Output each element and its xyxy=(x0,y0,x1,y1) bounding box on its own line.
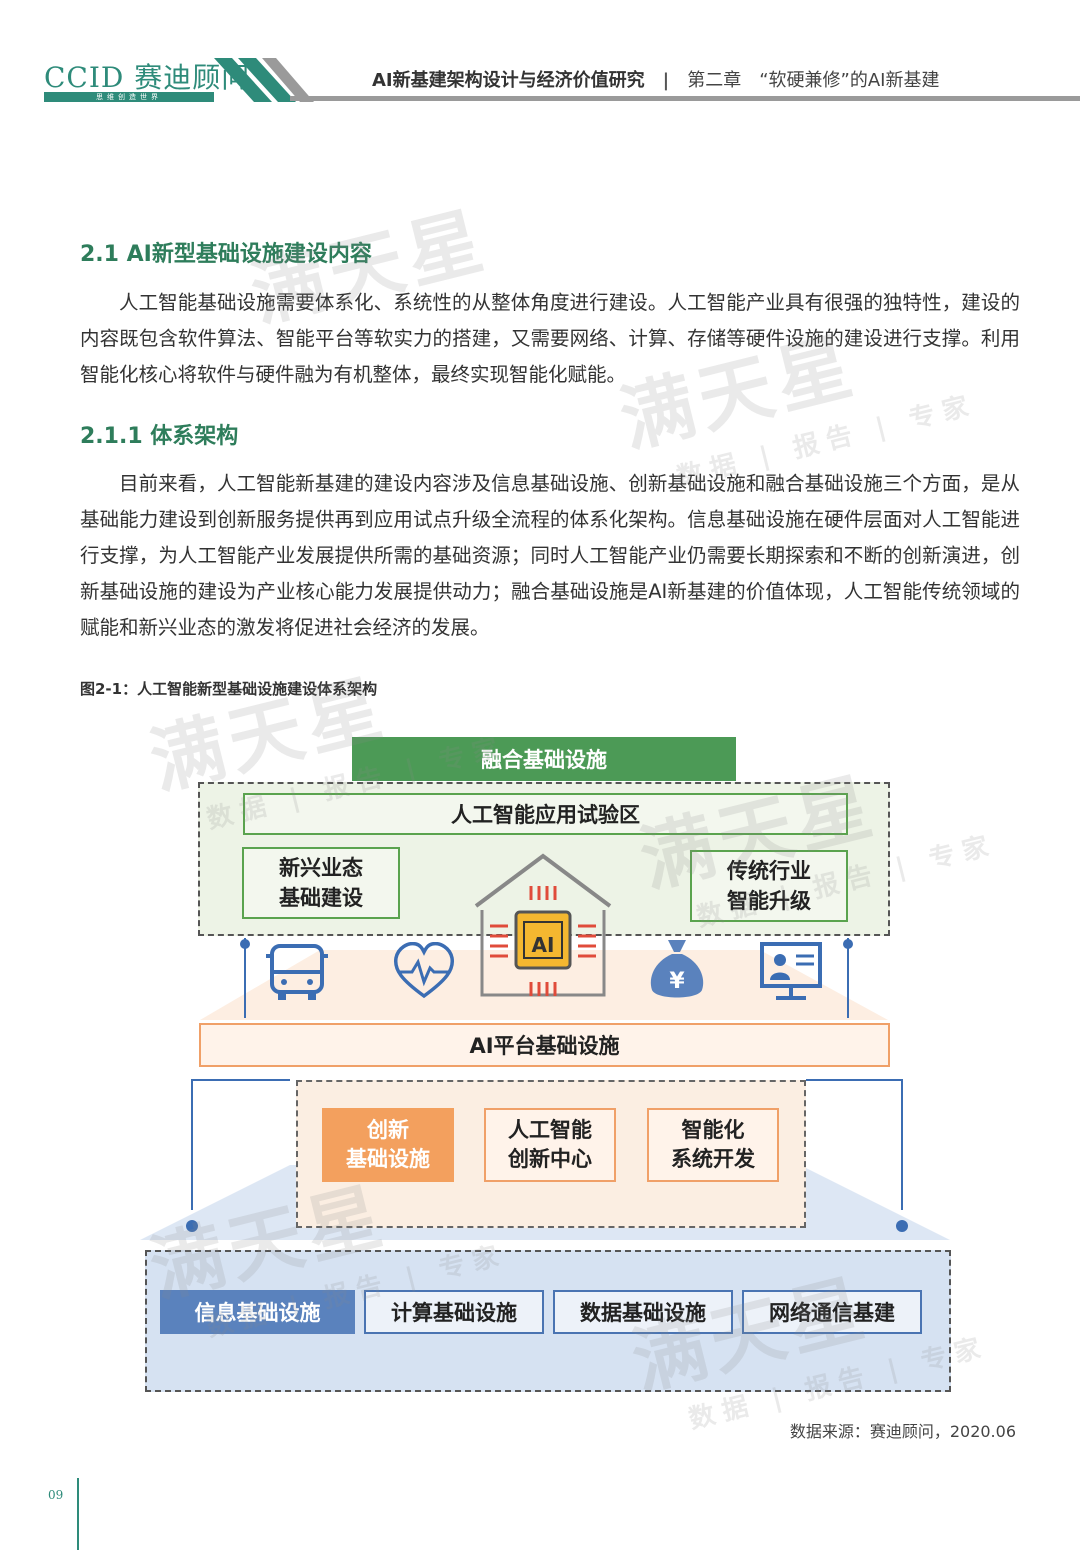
data-infrastructure-box: 数据基础设施 xyxy=(553,1290,733,1334)
innovation-infrastructure-box: 创新 基础设施 xyxy=(322,1108,454,1182)
logo-tagline: 思维创造世界 xyxy=(44,92,214,102)
traditional-industry-box: 传统行业 智能升级 xyxy=(690,850,848,922)
monitor-person-icon xyxy=(760,942,822,1000)
page-number: 09 xyxy=(48,1488,64,1502)
ai-platform-layer: AI平台基础设施 xyxy=(199,1023,890,1067)
logo-text: CCID 赛迪顾问 xyxy=(44,61,251,94)
money-bag-symbol: ¥ xyxy=(669,968,685,994)
bus-icon xyxy=(266,944,328,1000)
header-rule xyxy=(290,96,1080,101)
page-rule xyxy=(77,1478,79,1550)
fusion-layer-title: 融合基础设施 xyxy=(352,737,736,781)
subsection-heading: 2.1.1 体系架构 xyxy=(80,424,239,449)
money-bag-icon xyxy=(650,940,704,998)
report-title: AI新基建架构设计与经济价值研究 xyxy=(372,70,645,91)
section-heading: 2.1 AI新型基础设施建设内容 xyxy=(80,242,372,267)
section-paragraph: 人工智能基础设施需要体系化、系统性的从整体角度进行建设。人工智能产业具有很强的独… xyxy=(80,291,1020,386)
house-ai-chip-icon xyxy=(474,853,612,997)
info-infrastructure-box: 信息基础设施 xyxy=(160,1290,355,1334)
emerging-business-box: 新兴业态 基础建设 xyxy=(242,847,400,919)
network-infrastructure-box: 网络通信基建 xyxy=(742,1290,922,1334)
data-source: 数据来源：赛迪顾问，2020.06 xyxy=(789,1422,1016,1441)
ai-chip-label: AI xyxy=(531,933,555,957)
header-stripes-icon xyxy=(214,58,314,102)
chapter-title: 第二章 “软硬兼修”的AI新基建 xyxy=(687,70,940,91)
ai-innovation-center-box: 人工智能 创新中心 xyxy=(484,1108,616,1182)
header-separator: | xyxy=(662,70,670,91)
architecture-diagram: 融合基础设施 人工智能应用试验区 新兴业态 基础建设 传统行业 智能升级 AI … xyxy=(0,720,1080,1400)
ai-application-zone: 人工智能应用试验区 xyxy=(243,793,848,835)
header-title: AI新基建架构设计与经济价值研究 | 第二章 “软硬兼修”的AI新基建 xyxy=(372,66,940,92)
figure-caption: 图2-1：人工智能新型基础设施建设体系架构 xyxy=(80,680,378,698)
subsection-paragraph: 目前来看，人工智能新基建的建设内容涉及信息基础设施、创新基础设施和融合基础设施三… xyxy=(80,472,1020,639)
intelligent-system-dev-box: 智能化 系统开发 xyxy=(647,1108,779,1182)
heart-pulse-icon xyxy=(393,942,455,999)
compute-infrastructure-box: 计算基础设施 xyxy=(364,1290,544,1334)
